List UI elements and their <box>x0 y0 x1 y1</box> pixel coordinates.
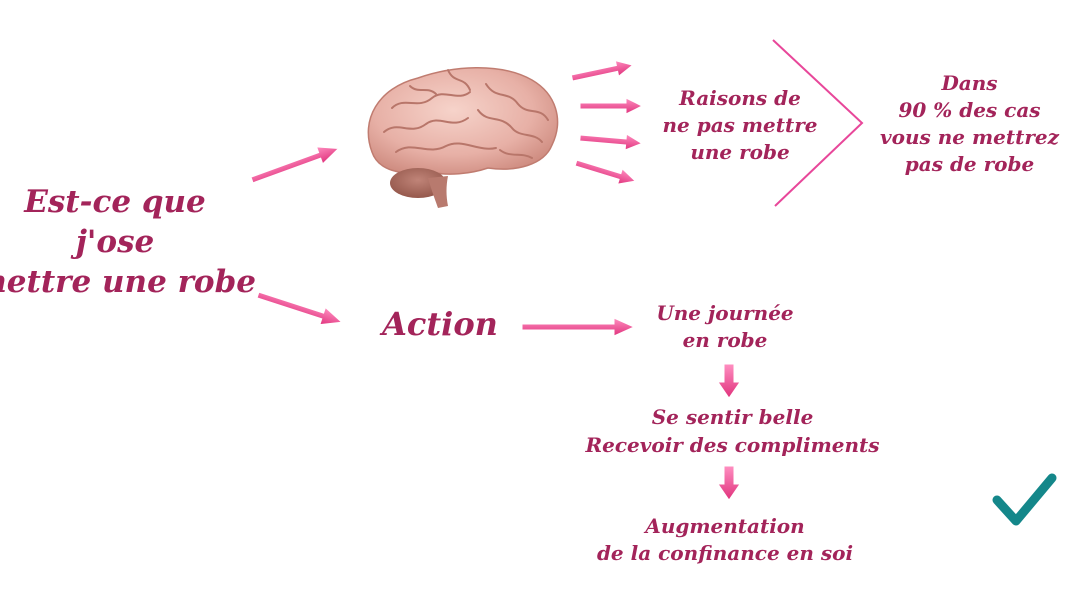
question-text: Est-ce que j'ose mettre une robe <box>0 184 256 300</box>
arrow-question-to-action <box>256 291 343 326</box>
arrow-brain-out-1 <box>570 59 634 82</box>
checkmark-icon <box>992 473 1057 526</box>
arrow-brain-out-2 <box>579 97 644 115</box>
day-in-dress-text: Une journée en robe <box>656 301 794 352</box>
action-text: Action <box>382 305 498 343</box>
arrow-feel-to-boost <box>717 465 741 501</box>
verdict-text: Dans 90 % des cas vous ne mettrez pas de… <box>880 71 1059 176</box>
reasons-text: Raisons de ne pas mettre une robe <box>662 86 818 164</box>
arrow-day-to-feel <box>717 363 741 399</box>
confidence-boost-text: Augmentation de la confinance en soi <box>596 514 854 565</box>
arrow-brain-out-4 <box>574 159 637 185</box>
arrow-brain-out-3 <box>579 133 643 151</box>
brain-stem <box>428 176 448 208</box>
arrow-question-to-brain <box>250 146 340 184</box>
brain-icon <box>367 67 559 208</box>
chevron-right-icon <box>772 39 864 207</box>
feel-beautiful-text: Se sentir belle Recevoir des compliments <box>585 405 880 457</box>
arrow-action-to-day <box>521 317 636 337</box>
